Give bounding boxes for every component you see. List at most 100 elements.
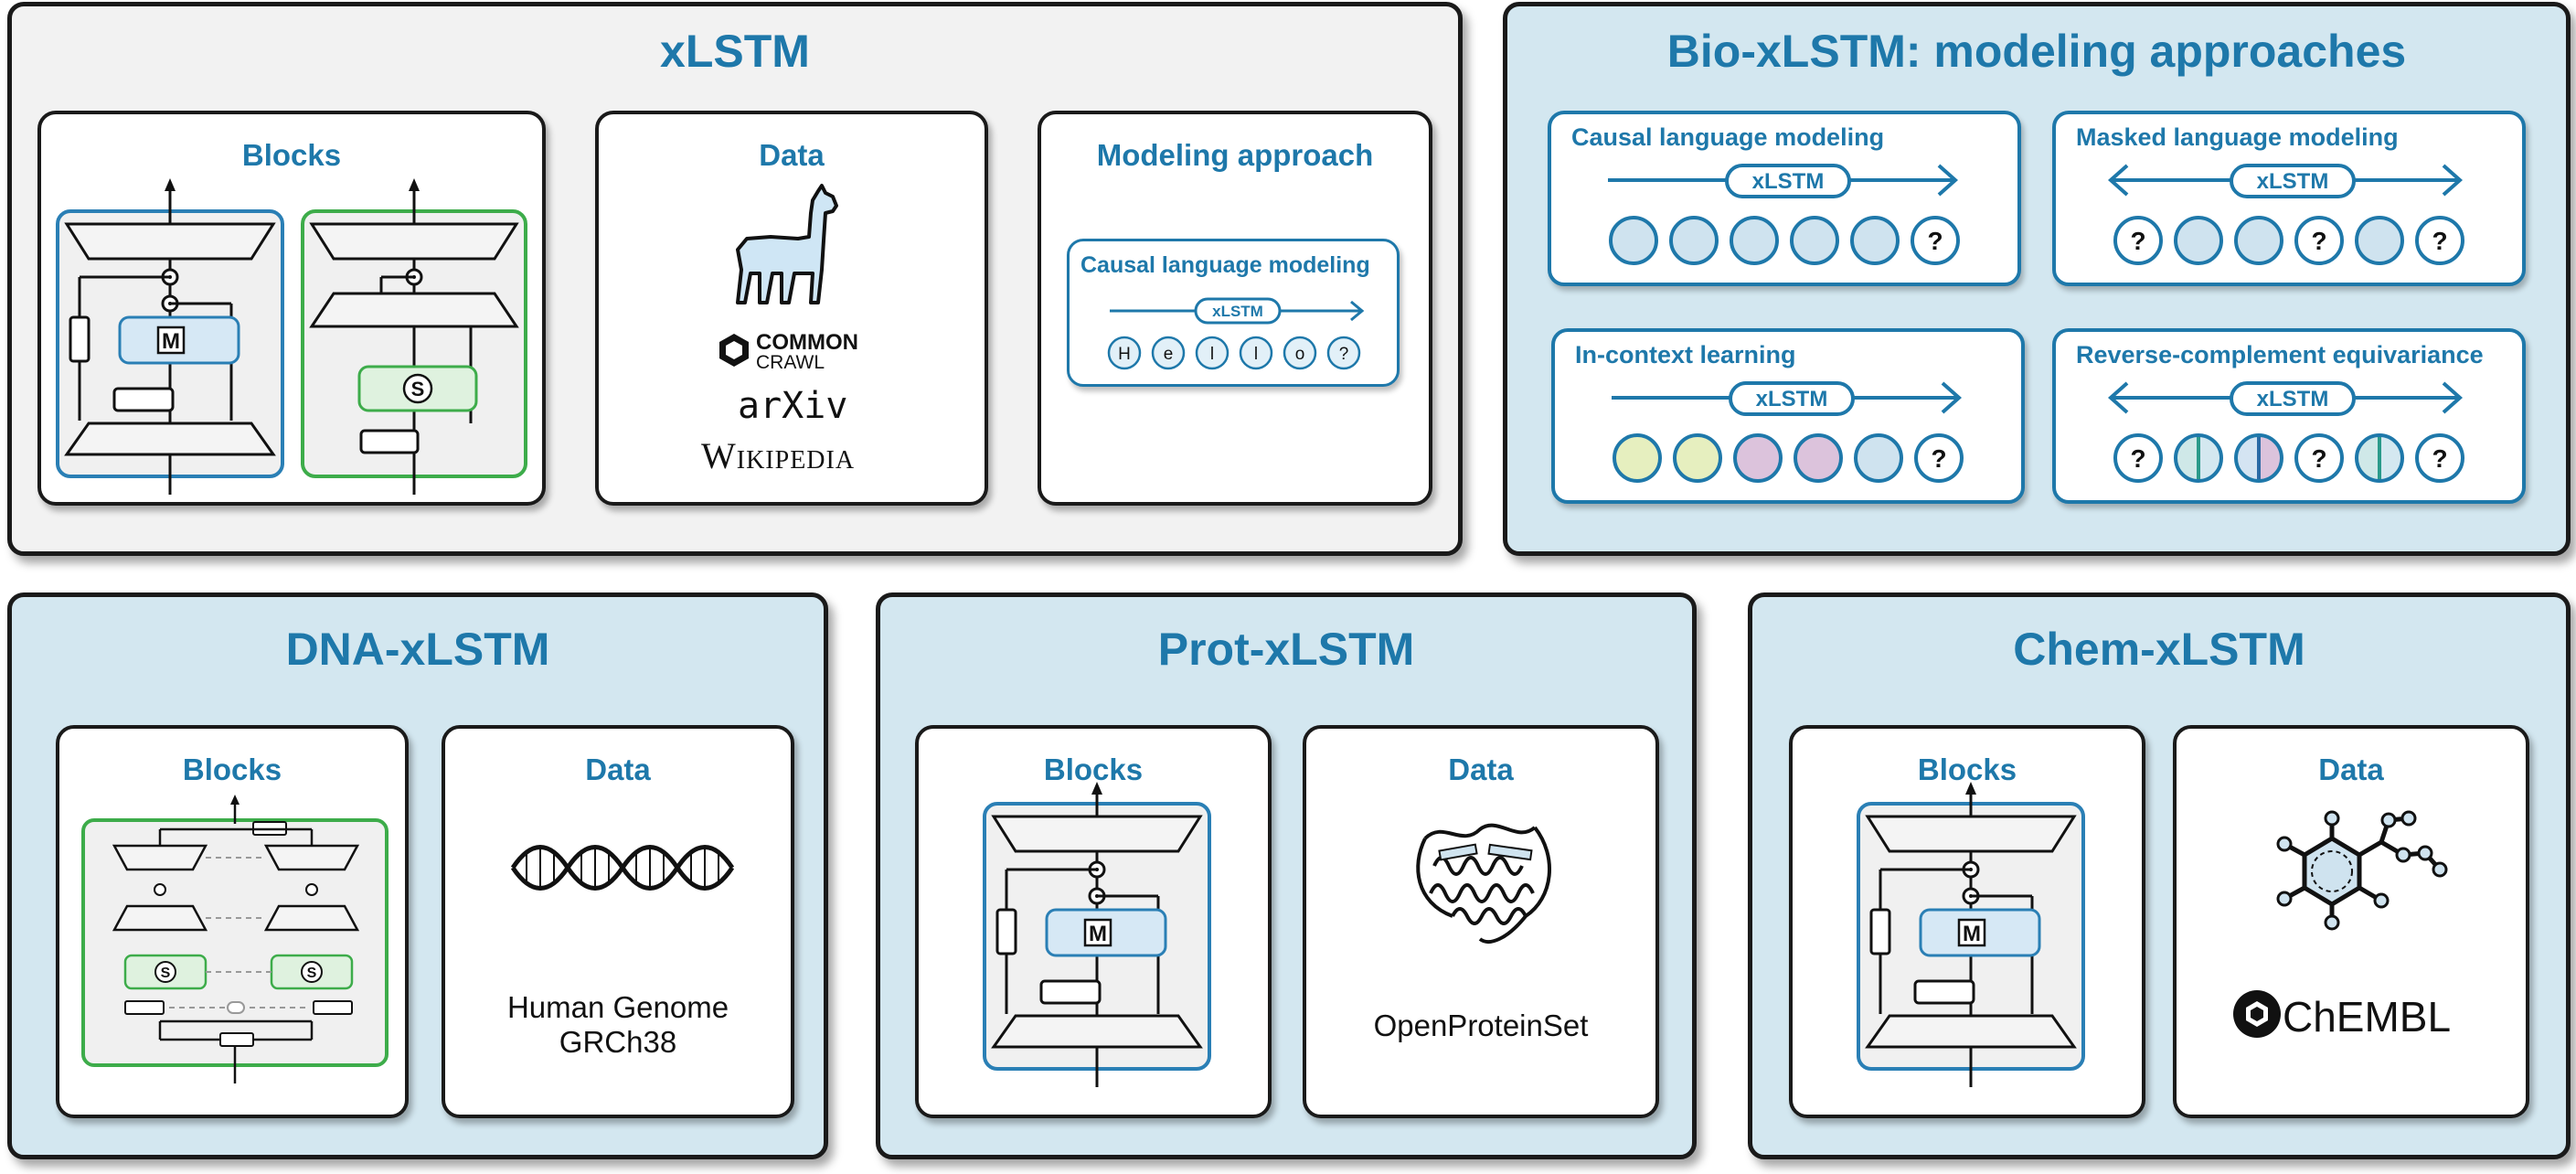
arrow-left-head <box>2107 164 2129 197</box>
model-pill-label: xLSTM <box>1756 387 1828 411</box>
arrow-right-head <box>2442 164 2464 197</box>
arrow-left-head <box>2107 381 2129 414</box>
example-token-circle <box>1107 336 1142 370</box>
chem-xlstm-panel: Chem-xLSTM Blocks M Data <box>1748 592 2571 1159</box>
s-symbol: S <box>411 378 425 400</box>
query-token-symbol: ? <box>2432 227 2447 255</box>
prot-data-title: Data <box>1448 752 1514 786</box>
rc-token <box>2174 433 2223 483</box>
arrow-right-head <box>1937 164 1959 197</box>
query-token-symbol: ? <box>2311 227 2326 255</box>
protein-structure-icon <box>1416 823 1551 944</box>
approach-card: Reverse-complement equivariance xLSTM??? <box>2052 328 2526 504</box>
dna-s-symbol-left: S <box>161 966 171 981</box>
model-pill-label: xLSTM <box>2257 169 2329 194</box>
dna-blocks-card: Blocks S S <box>56 725 409 1118</box>
model-pill <box>2230 164 2356 198</box>
bio-xlstm-panel: Bio-xLSTM: modeling approaches Causal la… <box>1503 2 2571 556</box>
dna-s-symbol-right: S <box>307 966 317 981</box>
xlstm-data-card: Data COMMON CRAWL arXiv Wikipedia <box>595 111 988 506</box>
query-token-symbol: ? <box>1931 444 1946 473</box>
token <box>1733 433 1783 483</box>
query-token-symbol: ? <box>1927 227 1943 255</box>
approach-card: Masked language modeling xLSTM??? <box>2052 111 2526 286</box>
approach-label: Masked language modeling <box>2076 123 2399 151</box>
query-token <box>2415 216 2464 265</box>
prot-m-symbol: M <box>1089 922 1107 946</box>
token <box>2234 216 2283 265</box>
example-token-circle <box>1239 336 1273 370</box>
chembl-icon <box>2233 990 2281 1038</box>
approach-graphic: xLSTM??? <box>2107 381 2464 483</box>
query-token <box>2415 433 2464 483</box>
chembl-logo-text: ChEMBL <box>2283 993 2452 1041</box>
xlstm-modeling-card: Modeling approach Causal language modeli… <box>1038 111 1432 506</box>
example-token-label: ? <box>1339 345 1349 364</box>
llama-icon <box>736 184 838 304</box>
token <box>1609 216 1658 265</box>
chem-blocks-card: Blocks M <box>1789 725 2145 1118</box>
approach-graphic: xLSTM??? <box>2107 164 2464 265</box>
token <box>1613 433 1662 483</box>
example-token-circle <box>1283 336 1317 370</box>
prot-blocks-card: Blocks M <box>915 725 1272 1118</box>
chem-xlstm-panel-title: Chem-xLSTM <box>2013 624 2305 675</box>
token <box>2355 216 2404 265</box>
prot-blocks-title: Blocks <box>1043 752 1144 786</box>
token <box>1673 433 1722 483</box>
dna-xlstm-panel: DNA-xLSTM Blocks S S <box>7 592 828 1159</box>
slstm-block-diagram: S <box>301 178 527 495</box>
xlstm-blocks-title: Blocks <box>241 138 342 172</box>
query-token <box>1911 216 1960 265</box>
example-token-circle <box>1151 336 1186 370</box>
arrow-right-head <box>1941 381 1963 414</box>
prot-xlstm-panel: Prot-xLSTM Blocks M Data <box>876 592 1697 1159</box>
model-pill <box>1725 164 1851 198</box>
token <box>1790 216 1839 265</box>
bio-xlstm-panel-title: Bio-xLSTM: modeling approaches <box>1666 26 2407 77</box>
example-token-label: e <box>1164 345 1174 364</box>
prot-mlstm-block-diagram: M <box>983 782 1211 1087</box>
xlstm-modeling-title: Modeling approach <box>1096 138 1374 172</box>
query-token-symbol: ? <box>2432 444 2447 473</box>
model-pill <box>1729 381 1855 416</box>
approach-label: In-context learning <box>1575 341 1796 368</box>
causal-example-label: Causal language modeling <box>1080 252 1370 278</box>
token <box>2174 216 2223 265</box>
token <box>1669 216 1719 265</box>
dna-bidirectional-block-diagram: S S <box>81 795 389 1083</box>
mlstm-block-diagram: M <box>56 178 284 495</box>
chem-data-title: Data <box>2318 752 2384 786</box>
arxiv-logo: arXiv <box>738 385 848 427</box>
token <box>1794 433 1843 483</box>
chem-m-symbol: M <box>1963 922 1981 946</box>
token <box>1730 216 1779 265</box>
token <box>1854 433 1903 483</box>
xlstm-data-title: Data <box>759 138 825 172</box>
token <box>1850 216 1900 265</box>
approach-label: Reverse-complement equivariance <box>2076 341 2484 368</box>
approach-graphic: xLSTM? <box>1608 164 1960 265</box>
dna-blocks-title: Blocks <box>182 752 282 786</box>
dna-xlstm-panel-title: DNA-xLSTM <box>285 624 550 675</box>
query-token-symbol: ? <box>2130 444 2145 473</box>
dna-data-title: Data <box>585 752 651 786</box>
dna-data-card: Data Human Genome GRCh38 <box>442 725 794 1118</box>
query-token <box>2113 216 2163 265</box>
dna-helix-icon <box>510 845 735 891</box>
prot-data-text: OpenProteinSet <box>1373 1009 1589 1042</box>
m-symbol: M <box>162 329 180 354</box>
query-token <box>2294 433 2344 483</box>
chem-data-card: Data <box>2173 725 2529 1118</box>
xlstm-panel-title: xLSTM <box>660 26 810 77</box>
molecule-icon <box>2276 810 2448 931</box>
dna-data-line2: GRCh38 <box>559 1025 677 1059</box>
xlstm-panel: xLSTM Blocks M <box>7 2 1463 556</box>
wikipedia-logo: Wikipedia <box>701 435 856 476</box>
prot-data-card: Data OpenProteinSet <box>1303 725 1659 1118</box>
example-token-label: o <box>1295 345 1305 364</box>
chem-mlstm-block-diagram: M <box>1857 782 2085 1087</box>
query-token-symbol: ? <box>2311 444 2326 473</box>
